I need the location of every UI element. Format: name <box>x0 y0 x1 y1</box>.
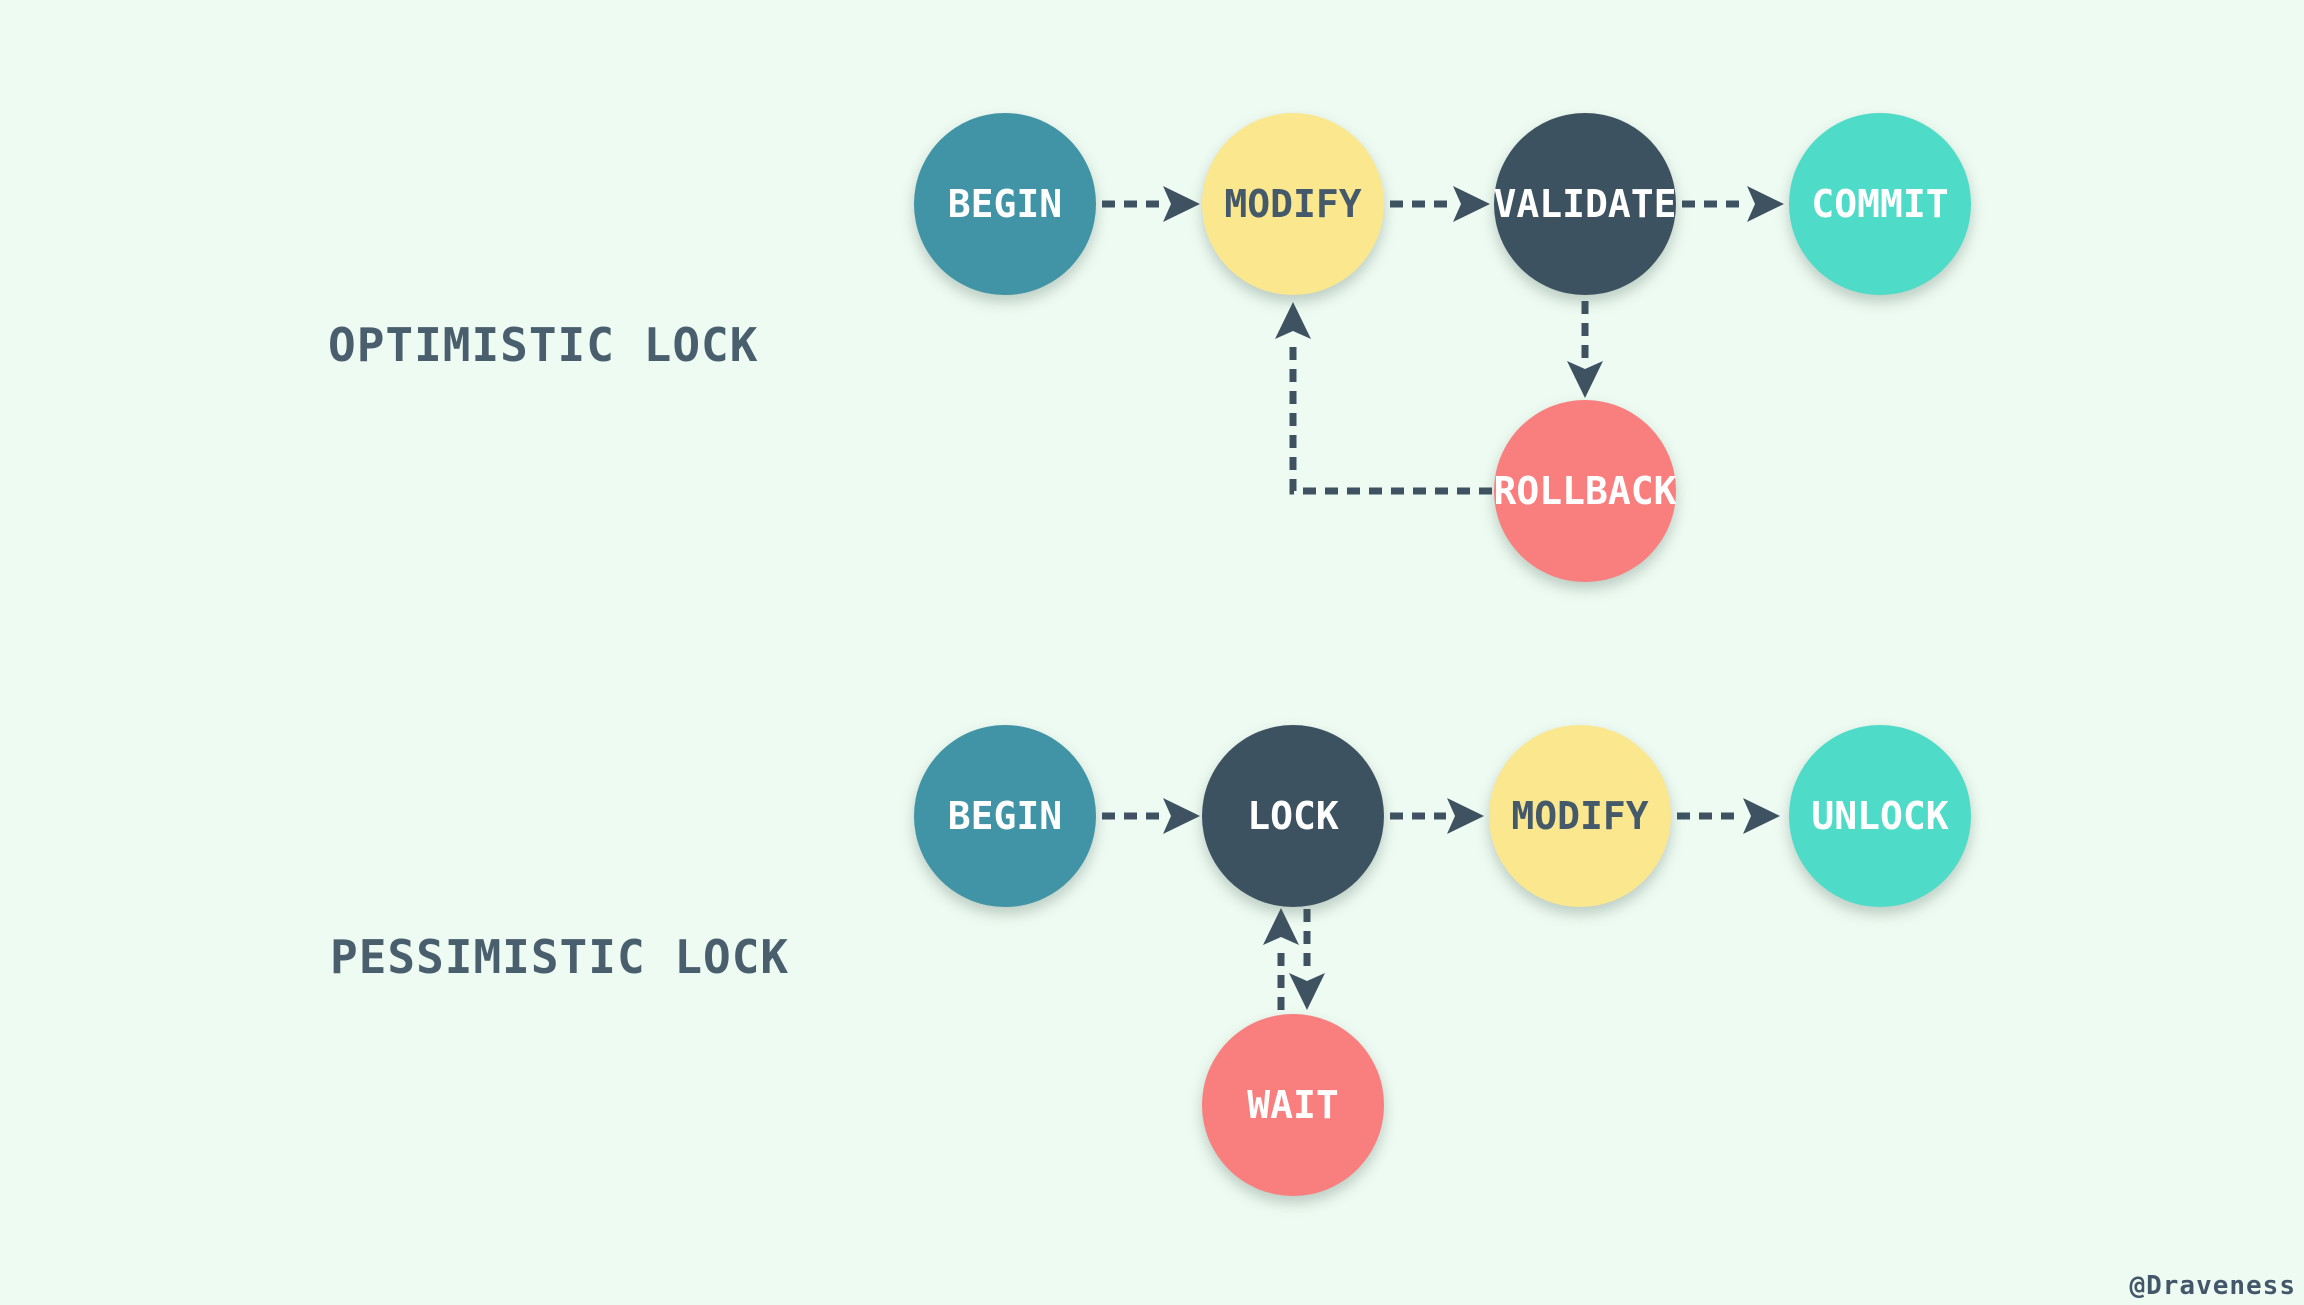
node-label: COMMIT <box>1811 182 1949 226</box>
node-label: ROLLBACK <box>1493 469 1677 513</box>
arrowhead-right-icon <box>1163 798 1200 834</box>
node-optimistic-commit: COMMIT <box>1789 113 1971 295</box>
node-pessimistic-wait: WAIT <box>1202 1014 1384 1196</box>
optimistic-lock-title: OPTIMISTIC LOCK <box>328 318 759 372</box>
node-optimistic-modify: MODIFY <box>1202 113 1384 295</box>
node-label: VALIDATE <box>1493 182 1677 226</box>
edge-rollback-modify-line <box>1289 340 1492 495</box>
arrowhead-down-icon <box>1289 973 1325 1010</box>
node-pessimistic-unlock: UNLOCK <box>1789 725 1971 907</box>
node-label: BEGIN <box>947 182 1063 226</box>
arrowhead-down-icon <box>1567 361 1603 398</box>
arrowhead-right-icon <box>1163 186 1200 222</box>
node-label: UNLOCK <box>1811 794 1949 838</box>
arrowhead-right-icon <box>1453 186 1490 222</box>
arrowhead-up-icon <box>1263 908 1299 945</box>
author-watermark: @Draveness <box>2129 1271 2296 1301</box>
node-pessimistic-modify: MODIFY <box>1489 725 1671 907</box>
node-label: LOCK <box>1247 794 1339 838</box>
arrowhead-right-icon <box>1743 798 1780 834</box>
node-pessimistic-lock: LOCK <box>1202 725 1384 907</box>
node-optimistic-begin: BEGIN <box>914 113 1096 295</box>
node-label: WAIT <box>1247 1083 1339 1127</box>
node-label: MODIFY <box>1511 794 1649 838</box>
arrowhead-right-icon <box>1747 186 1784 222</box>
arrowhead-up-icon <box>1275 302 1311 339</box>
arrowhead-right-icon <box>1447 798 1484 834</box>
node-pessimistic-begin: BEGIN <box>914 725 1096 907</box>
node-label: BEGIN <box>947 794 1063 838</box>
node-label: MODIFY <box>1224 182 1362 226</box>
node-optimistic-rollback: ROLLBACK <box>1493 400 1677 582</box>
pessimistic-lock-title: PESSIMISTIC LOCK <box>330 930 790 984</box>
node-optimistic-validate: VALIDATE <box>1493 113 1677 295</box>
